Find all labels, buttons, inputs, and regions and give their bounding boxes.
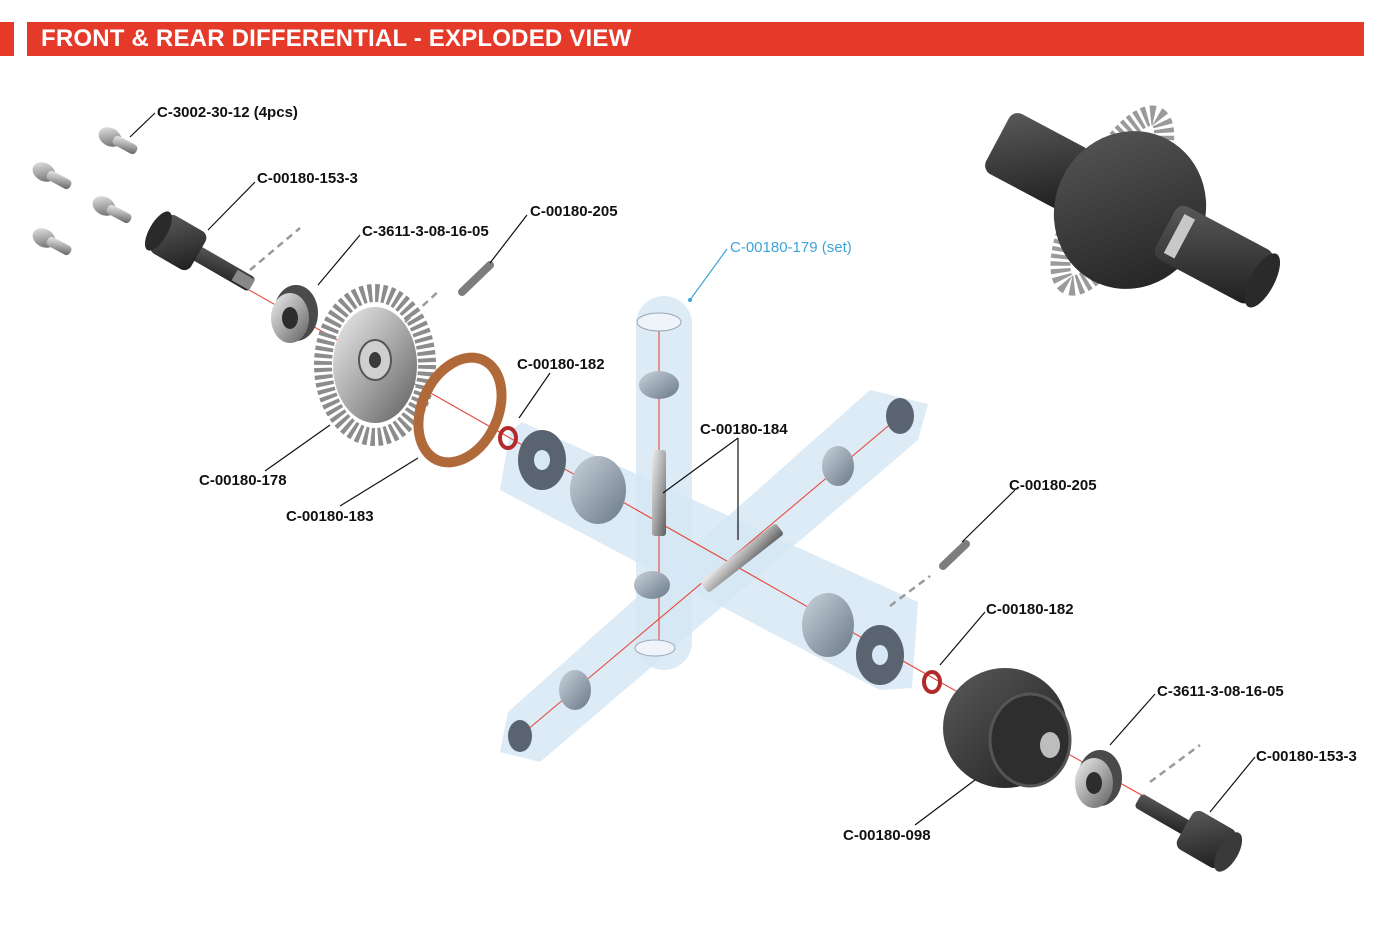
pin-right-icon: [939, 540, 970, 570]
diff-case-icon: [943, 668, 1072, 788]
label-ring-gear: C-00180-178: [199, 472, 287, 489]
insertion-guides: [249, 227, 1201, 784]
header-accent-tab: [0, 22, 14, 56]
part-labels: C-3002-30-12 (4pcs) C-00180-153-3 C-3611…: [157, 104, 1357, 844]
label-screws: C-3002-30-12 (4pcs): [157, 104, 298, 121]
o-ring-right-icon: [922, 670, 942, 694]
label-outdrive-left: C-00180-153-3: [257, 170, 358, 187]
label-pin-right: C-00180-205: [1009, 477, 1097, 494]
label-cross-shafts: C-00180-184: [700, 421, 788, 438]
washer-icon: [508, 312, 914, 752]
page-title: FRONT & REAR DIFFERENTIAL - EXPLODED VIE…: [41, 25, 632, 52]
bearing-left-icon: [271, 285, 318, 343]
gasket-icon: [413, 352, 507, 468]
label-gasket: C-00180-183: [286, 508, 374, 525]
label-pin-left: C-00180-205: [530, 203, 618, 220]
label-outdrive-right: C-00180-153-3: [1256, 748, 1357, 765]
bearing-right-icon: [1075, 750, 1122, 808]
pin-left-icon: [458, 261, 494, 296]
label-bearing-left: C-3611-3-08-16-05: [362, 223, 489, 240]
cross-shaft-icon: [652, 450, 783, 592]
label-o-ring-right: C-00180-182: [986, 601, 1074, 618]
screw-icon: [32, 127, 138, 256]
label-diff-case: C-00180-098: [843, 827, 931, 844]
label-gear-set: C-00180-179 (set): [730, 239, 852, 256]
spider-gear-icon: [559, 371, 854, 710]
header-bar: FRONT & REAR DIFFERENTIAL - EXPLODED VIE…: [27, 22, 1364, 56]
label-bearing-right: C-3611-3-08-16-05: [1157, 683, 1284, 700]
ring-gear-icon: [314, 284, 436, 446]
o-ring-left-icon: [498, 426, 518, 450]
outdrive-cup-right-icon: [1135, 794, 1243, 872]
label-o-ring-left: C-00180-182: [517, 356, 605, 373]
leader-lines: [129, 112, 1256, 826]
assembled-differential-icon: [985, 105, 1281, 308]
outdrive-cup-left-icon: [144, 211, 255, 291]
